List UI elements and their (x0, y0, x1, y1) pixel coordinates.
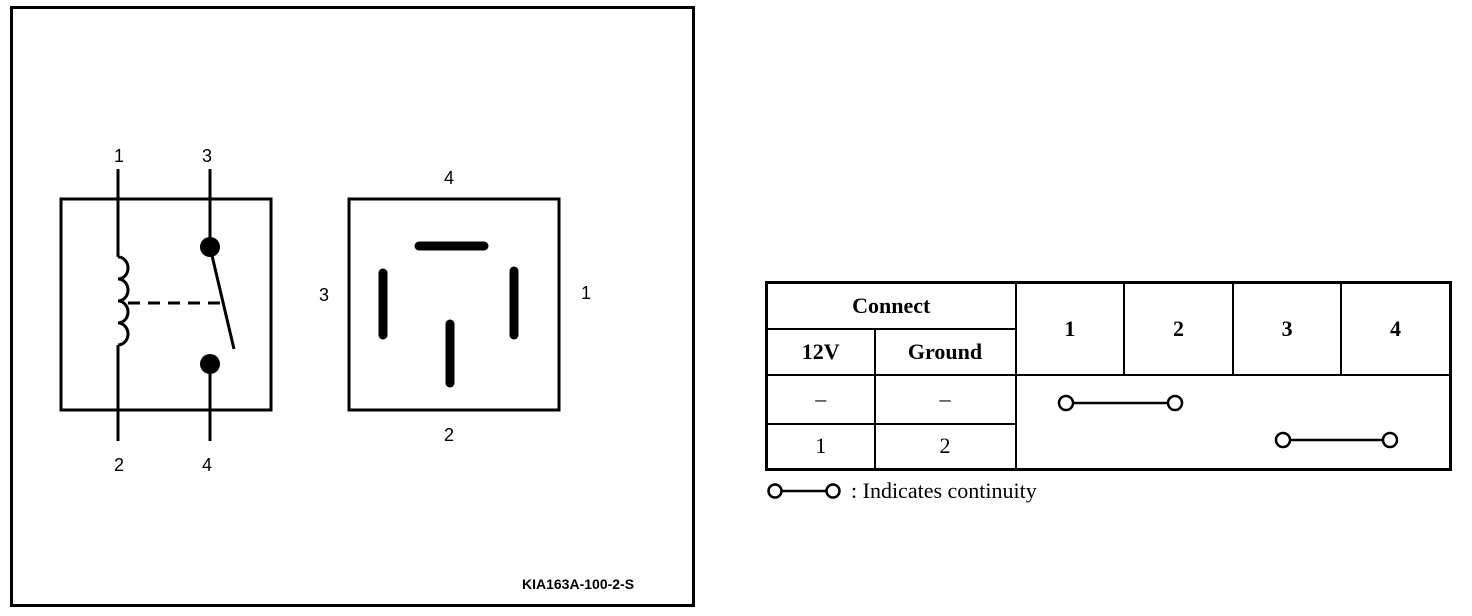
continuity-terminal-4 (1381, 431, 1398, 448)
legend-text: : Indicates continuity (851, 478, 1037, 503)
continuity-terminal-2 (1166, 394, 1183, 411)
schematic-pin-1-label: 1 (114, 146, 124, 166)
row2-12v: 1 (765, 422, 876, 471)
row1-ground: – (873, 373, 1017, 425)
schematic-pin-3-label: 3 (202, 146, 212, 166)
continuity-row1 (1057, 394, 1183, 411)
coil-symbol (117, 255, 130, 347)
connect-header: Connect (765, 281, 1017, 330)
schematic-pin-4-label: 4 (202, 455, 212, 475)
schematic-pin-2-label: 2 (114, 455, 124, 475)
pin-header-3: 3 (1231, 281, 1343, 376)
continuity-terminal-1 (1057, 394, 1074, 411)
figure-code: KIA163A-100-2-S (522, 576, 634, 592)
relay-diagram-panel: 1 3 2 4 4 2 3 1 KIA163A-100-2-S (10, 6, 695, 607)
relay-body (59, 197, 273, 412)
continuity-area (1014, 373, 1451, 470)
row2-ground: 2 (873, 422, 1017, 471)
pin-header-1: 1 (1014, 281, 1126, 376)
col-12v-header: 12V (765, 327, 876, 376)
continuity-symbol-icon (767, 483, 841, 499)
connector-pin-2-label: 2 (444, 425, 454, 445)
pin-header-4: 4 (1340, 281, 1451, 376)
connector-pin-1-label: 1 (581, 283, 591, 303)
row1-12v: – (765, 373, 876, 425)
connector-pin-3-label: 3 (319, 285, 329, 305)
continuity-terminal-3 (1274, 431, 1291, 448)
relay-diagram: 1 3 2 4 4 2 3 1 KIA163A-100-2-S (59, 146, 634, 592)
col-ground-header: Ground (873, 327, 1017, 376)
connector-face (347, 197, 561, 412)
continuity-table: Connect 1 2 3 4 12V Ground – – (765, 281, 1452, 471)
pin-header-2: 2 (1123, 281, 1234, 376)
continuity-row2 (1274, 431, 1398, 448)
connector-pin-4-label: 4 (444, 168, 454, 188)
switch-arm (208, 246, 236, 350)
continuity-wires (1057, 394, 1398, 448)
continuity-legend: : Indicates continuity (767, 478, 1037, 504)
